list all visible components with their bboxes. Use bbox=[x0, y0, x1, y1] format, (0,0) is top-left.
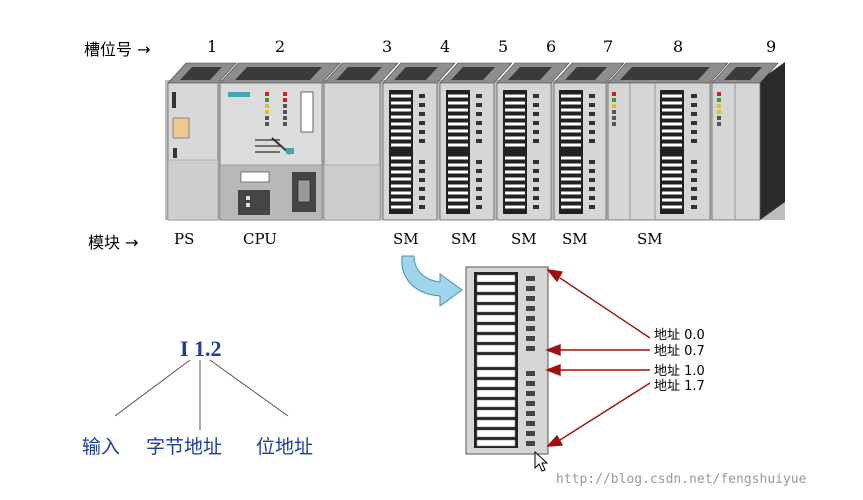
slot-number-9: 9 bbox=[766, 37, 777, 56]
rack-side bbox=[760, 62, 785, 220]
address-part-byte: 字节地址 bbox=[146, 436, 223, 458]
slot-number-5: 5 bbox=[498, 37, 509, 56]
module-label: 模块 → bbox=[88, 233, 139, 252]
sm-module-5 bbox=[439, 62, 513, 221]
im-module bbox=[323, 62, 399, 221]
address-label-1-0: 地址 1.0 bbox=[654, 364, 705, 379]
module-sm-6: SM bbox=[511, 230, 537, 248]
address-pointers bbox=[545, 269, 651, 447]
watermark: http://blog.csdn.net/fengshuiyue bbox=[556, 472, 807, 487]
sm-module-6 bbox=[496, 62, 570, 221]
address-part-bit: 位地址 bbox=[256, 436, 314, 458]
slot-number-8: 8 bbox=[673, 37, 684, 56]
slot-number-7: 7 bbox=[603, 37, 614, 56]
module-sm-8: SM bbox=[637, 230, 663, 248]
slot-number-4: 4 bbox=[440, 37, 451, 56]
mouse-cursor-icon bbox=[534, 450, 549, 472]
slot-number-1: 1 bbox=[207, 37, 218, 56]
address-part-input: 输入 bbox=[82, 436, 121, 458]
sm-module-7 bbox=[553, 62, 625, 221]
curved-arrow bbox=[401, 255, 463, 307]
cpu-module bbox=[219, 62, 341, 221]
address-tree-lines bbox=[114, 359, 289, 430]
module-9 bbox=[711, 62, 779, 221]
enlarged-sm-module bbox=[465, 266, 549, 455]
slot-number-2: 2 bbox=[275, 37, 286, 56]
ps-module bbox=[167, 62, 237, 221]
module-sm-4: SM bbox=[393, 230, 419, 248]
sm-module-4 bbox=[382, 62, 456, 221]
module-ps: PS bbox=[174, 230, 195, 248]
sm-module-8 bbox=[607, 62, 729, 221]
module-cpu: CPU bbox=[243, 230, 277, 248]
slot-number-3: 3 bbox=[382, 37, 393, 56]
slot-number-6: 6 bbox=[546, 37, 557, 56]
address-label-1-7: 地址 1.7 bbox=[654, 379, 705, 394]
address-label-0-0: 地址 0.0 bbox=[654, 328, 705, 343]
address-label-0-7: 地址 0.7 bbox=[654, 344, 705, 359]
address-example-title: I 1.2 bbox=[180, 336, 222, 361]
slot-number-label: 槽位号 → bbox=[84, 40, 151, 59]
module-sm-7: SM bbox=[562, 230, 588, 248]
module-sm-5: SM bbox=[451, 230, 477, 248]
